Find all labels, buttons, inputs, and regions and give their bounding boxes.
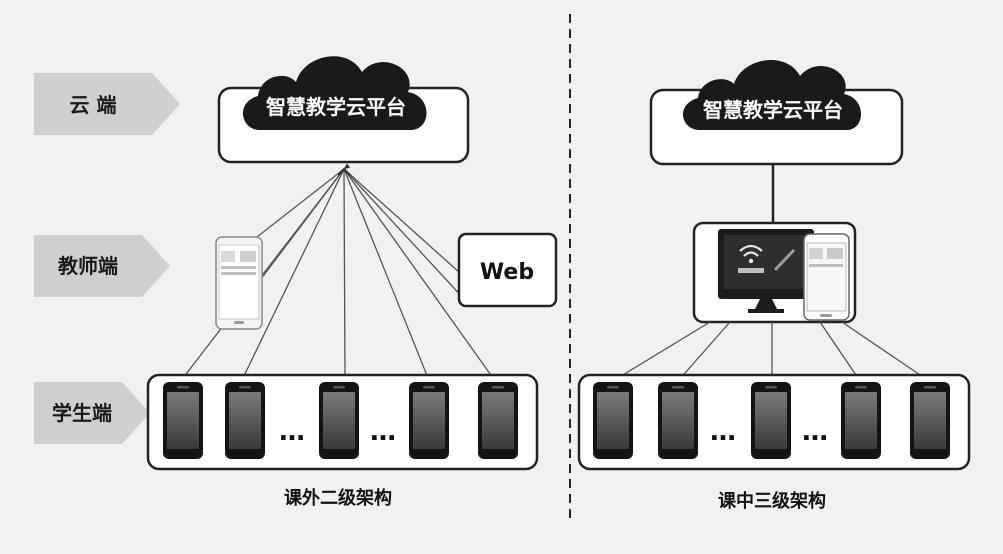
teacher-phone-icon bbox=[803, 233, 850, 321]
right-cloud-platform: 智慧教学云平台 bbox=[649, 60, 904, 166]
left-student-phone bbox=[319, 382, 359, 459]
left-student-phone bbox=[409, 382, 449, 459]
left-caption: 课外二级架构 bbox=[284, 487, 392, 509]
right-teacher-hub bbox=[692, 221, 857, 324]
level-label-teacher-text: 教师端 bbox=[58, 254, 118, 278]
left-cloud-platform: 智慧教学云平台 bbox=[217, 56, 470, 164]
right-ellipsis-1: … bbox=[710, 417, 736, 447]
left-teacher-phone bbox=[215, 236, 263, 330]
right-caption: 课中三级架构 bbox=[718, 490, 826, 512]
right-student-phone bbox=[751, 382, 791, 459]
left-student-phone bbox=[478, 382, 518, 459]
level-label-cloud-text: 云 端 bbox=[70, 93, 117, 117]
level-label-student-text: 学生端 bbox=[52, 401, 112, 425]
monitor-icon bbox=[718, 229, 814, 313]
right-student-phone bbox=[910, 382, 950, 459]
left-student-phone bbox=[163, 382, 203, 459]
left-cloud-shape bbox=[242, 56, 427, 130]
left-connections bbox=[182, 163, 494, 379]
right-student-phone bbox=[658, 382, 698, 459]
left-web-box: Web bbox=[457, 232, 558, 308]
level-label-teacher: 教师端 bbox=[34, 235, 170, 297]
left-ellipsis-1: … bbox=[279, 417, 305, 447]
right-cloud-title: 智慧教学云平台 bbox=[703, 98, 843, 122]
right-cloud-shape bbox=[682, 60, 862, 130]
left-ellipsis-2: … bbox=[370, 417, 396, 447]
left-cloud-title: 智慧教学云平台 bbox=[266, 95, 406, 119]
right-ellipsis-2: … bbox=[802, 417, 828, 447]
right-student-phone bbox=[841, 382, 881, 459]
left-web-label: Web bbox=[480, 260, 534, 285]
right-student-phone bbox=[593, 382, 633, 459]
right-connections bbox=[612, 321, 930, 382]
level-label-student: 学生端 bbox=[34, 382, 150, 444]
left-student-phone bbox=[225, 382, 265, 459]
level-label-cloud: 云 端 bbox=[34, 73, 180, 135]
